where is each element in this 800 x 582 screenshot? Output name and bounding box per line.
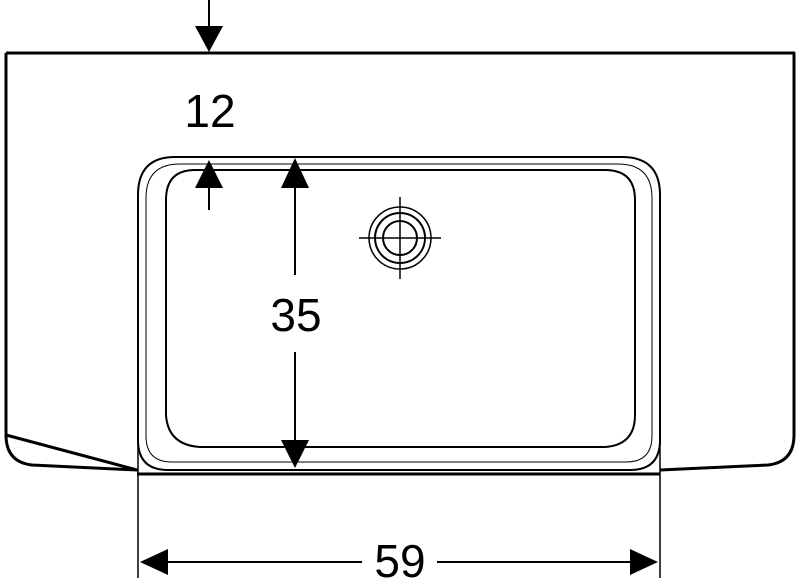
depth-dimension xyxy=(281,158,309,468)
bowl-outer-rim xyxy=(137,156,661,471)
width-extension-lines xyxy=(137,278,661,578)
depth-label: 35 xyxy=(270,289,321,341)
bowl-rim-inner-line xyxy=(145,163,653,463)
width-label: 59 xyxy=(374,535,425,582)
drain-icon xyxy=(359,197,441,279)
washbasin-outline xyxy=(4,51,796,476)
bowl-inner xyxy=(165,169,636,448)
width-dimension xyxy=(140,549,658,575)
top-offset-dimension xyxy=(195,0,223,210)
top-offset-label: 12 xyxy=(184,85,235,137)
